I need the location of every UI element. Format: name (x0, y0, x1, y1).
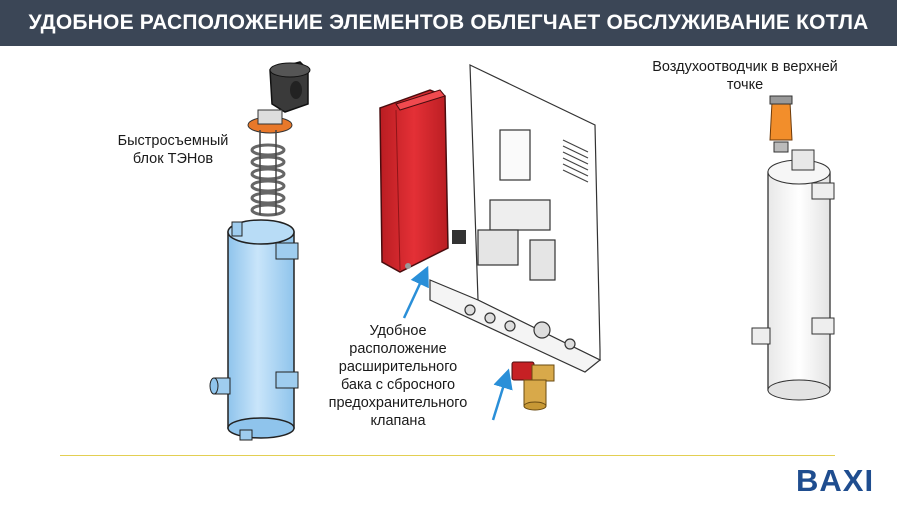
expansion-tank-label-line: бака с сбросного (340, 377, 456, 393)
expansion-tank-label-line: расширительного (338, 359, 458, 375)
heater-tank-assembly (209, 61, 311, 441)
air-vent-label: Воздухоотводчик в верхней точке (632, 58, 858, 94)
baxi-logo: BAXI (796, 463, 875, 498)
arrow-to-expansion-tank (402, 265, 429, 319)
expansion-tank-label: Удобное расположение расширительного бак… (318, 322, 478, 430)
heater-block-label-line: Быстросъемный (117, 133, 229, 149)
expansion-tank-label-line: предохранительного (328, 395, 468, 411)
air-vent-label-line: Воздухоотводчик в верхней (652, 59, 838, 75)
expansion-tank-label-line: клапана (370, 413, 426, 429)
footer-divider (60, 455, 835, 456)
expansion-tank (379, 89, 466, 273)
boiler-chassis (429, 64, 602, 373)
expansion-tank-label-line: Удобное (369, 323, 427, 339)
heater-block-label: Быстросъемный блок ТЭНов (108, 132, 238, 168)
arrow-to-safety-valve (491, 368, 513, 421)
heater-block-label-line: блок ТЭНов (132, 151, 214, 167)
white-tank-assembly (751, 95, 835, 401)
expansion-tank-label-line: расположение (349, 341, 447, 357)
header-bar: УДОБНОЕ РАСПОЛОЖЕНИЕ ЭЛЕМЕНТОВ ОБЛЕГЧАЕТ… (0, 0, 897, 46)
air-vent-label-line: точке (726, 77, 764, 93)
safety-valve (511, 361, 555, 411)
page-title: УДОБНОЕ РАСПОЛОЖЕНИЕ ЭЛЕМЕНТОВ ОБЛЕГЧАЕТ… (28, 11, 869, 34)
